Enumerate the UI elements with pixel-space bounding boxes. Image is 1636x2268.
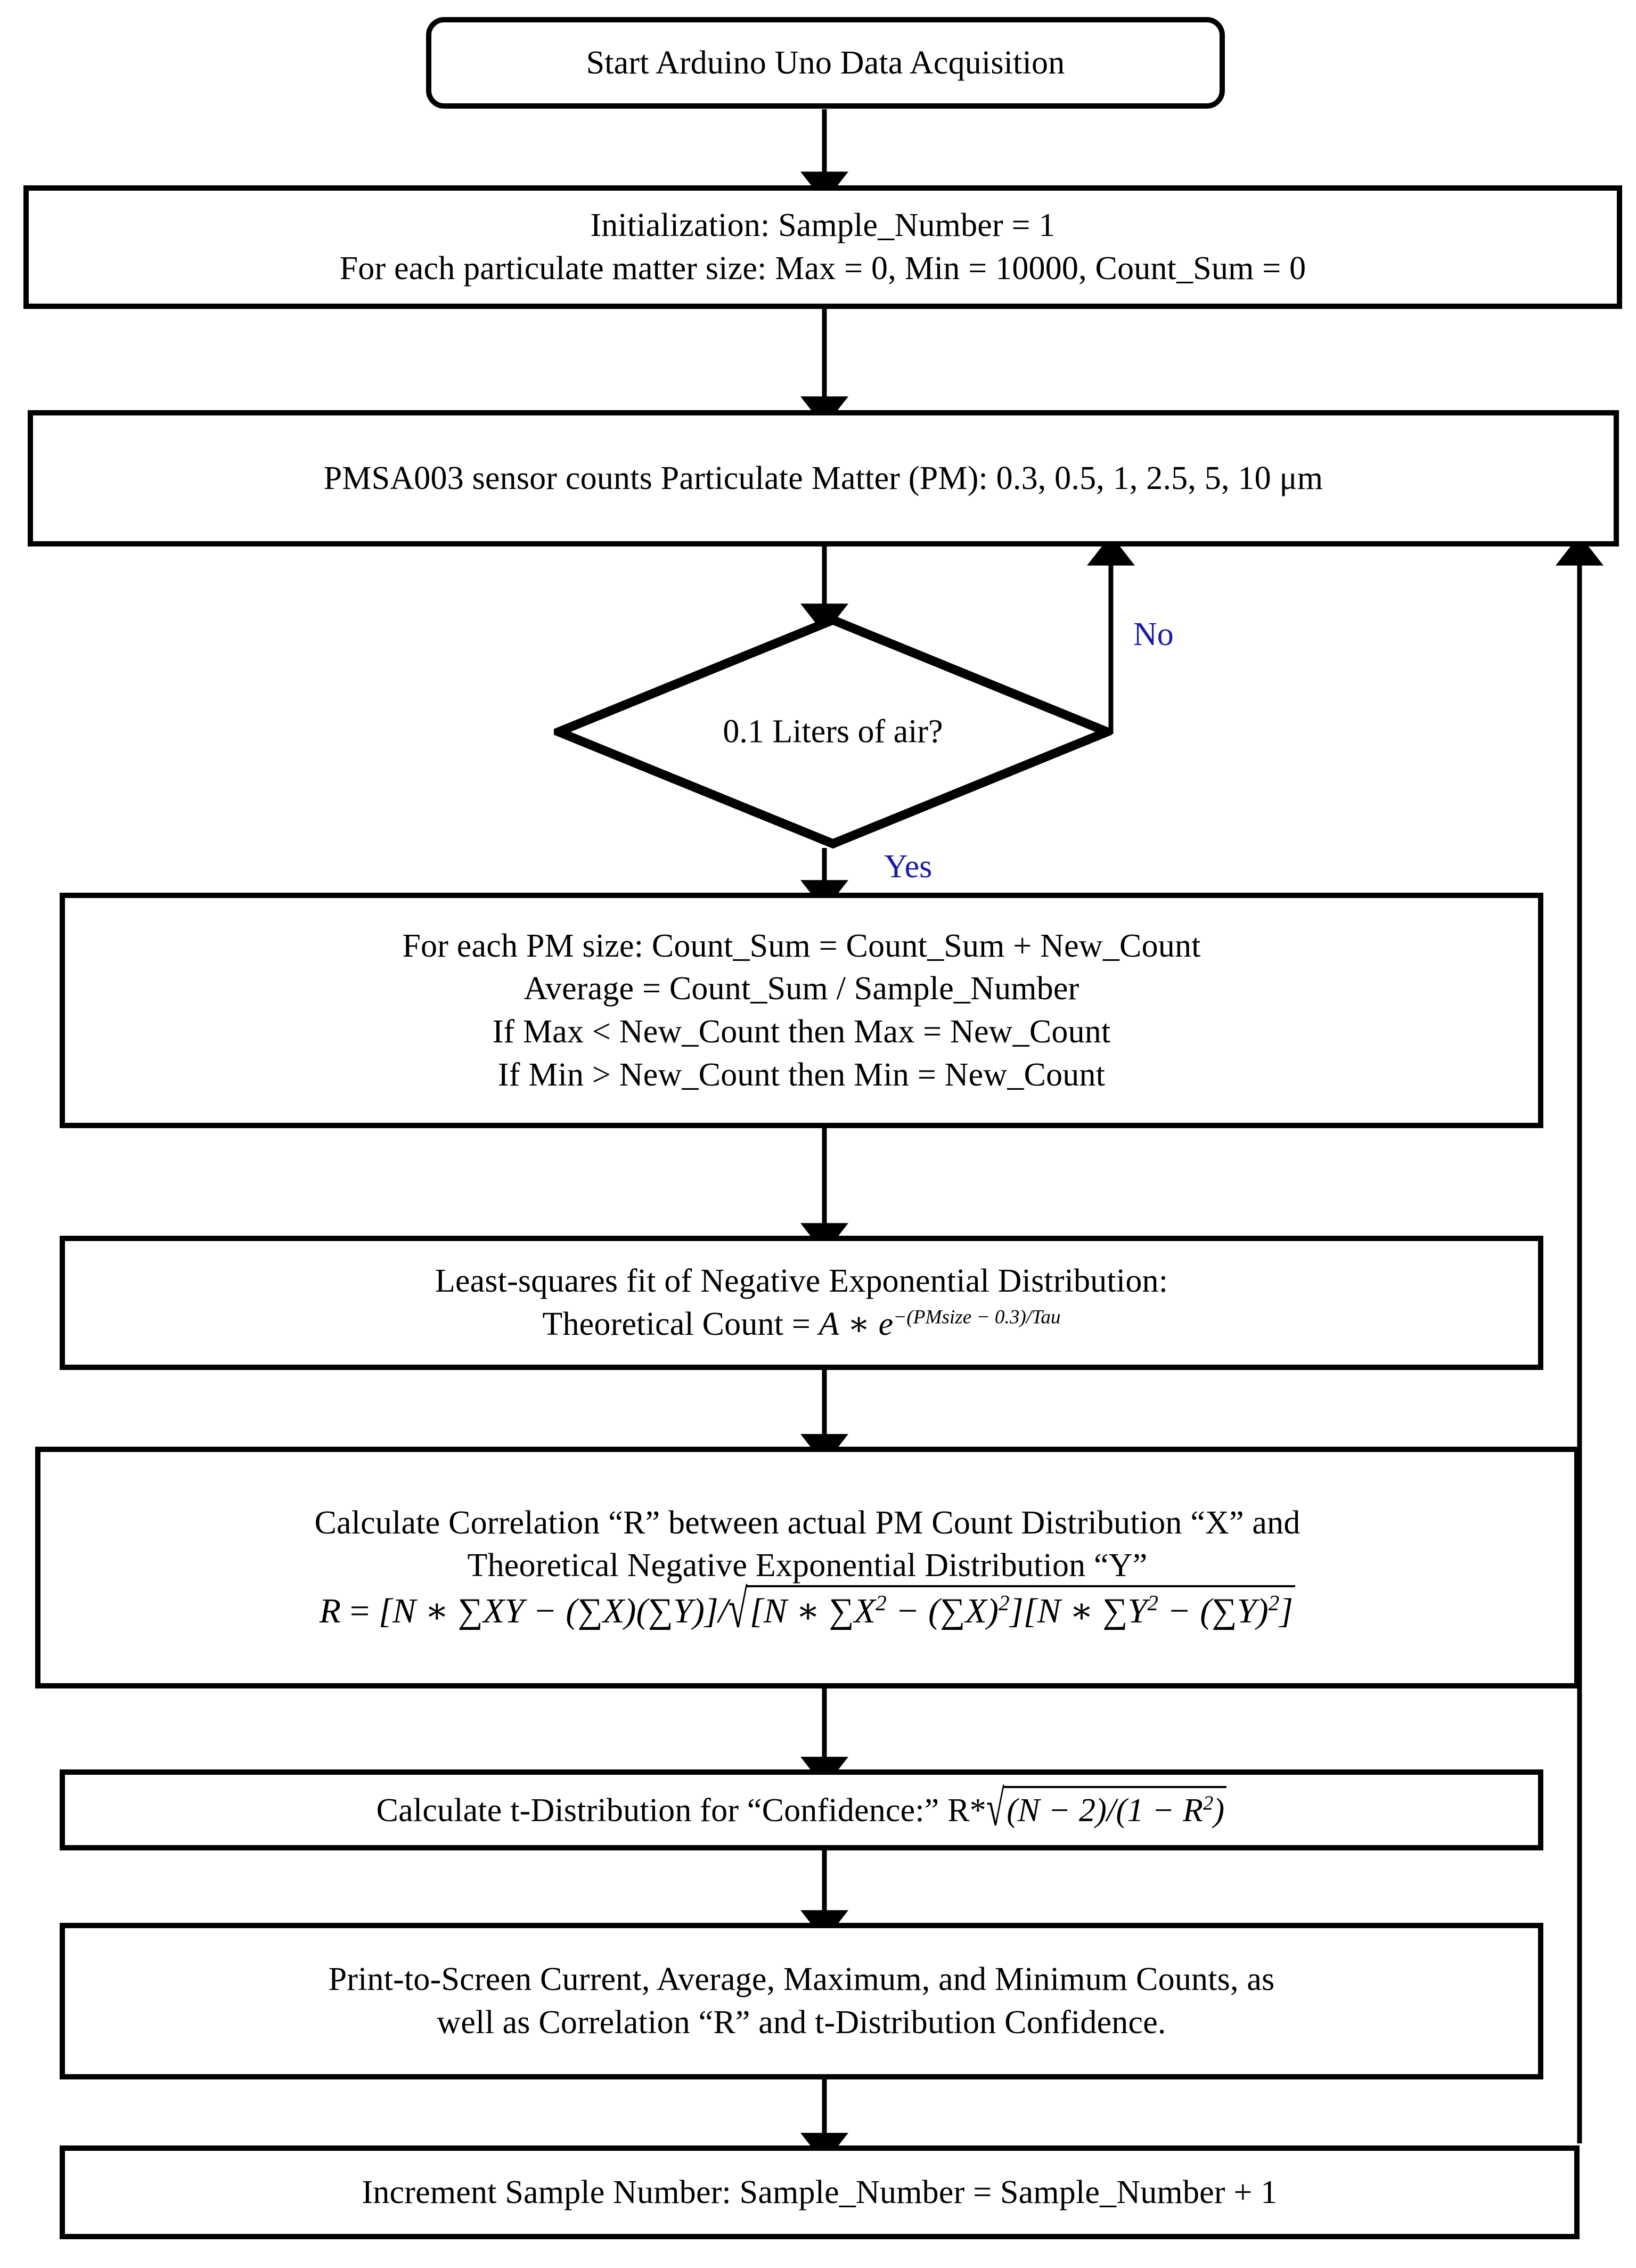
corr-r3: ][N ∗ ∑Y (1009, 1591, 1148, 1630)
node-initialization[interactable]: Initialization: Sample_Number = 1 For ea… (23, 185, 1622, 309)
corr-radicand: [N ∗ ∑X2 − (∑X)2][N ∗ ∑Y2 − (∑Y)2] (746, 1585, 1296, 1634)
radical-sign: √ (986, 1780, 1005, 1837)
corr-r5: ] (1279, 1591, 1294, 1630)
corr-r2: − (∑X) (886, 1591, 999, 1630)
ls-prefix: Theoretical Count = (542, 1306, 819, 1342)
decision-diamond-shape (554, 615, 1112, 849)
corr-line-1: Calculate Correlation “R” between actual… (314, 1504, 1300, 1541)
node-start[interactable]: Start Arduino Uno Data Acquisition (426, 17, 1225, 109)
node-decision[interactable]: 0.1 Liters of air? (554, 615, 1112, 849)
node-print[interactable]: Print-to-Screen Current, Average, Maximu… (60, 1923, 1543, 2079)
tdist-r2: ) (1213, 1792, 1225, 1829)
ls-times: ∗ (839, 1306, 879, 1342)
node-initialization-text: Initialization: Sample_Number = 1 For ea… (339, 207, 1306, 287)
edge-label-no: No (1133, 616, 1174, 652)
node-leastsquares[interactable]: Least-squares fit of Negative Exponentia… (60, 1236, 1543, 1370)
node-increment[interactable]: Increment Sample Number: Sample_Number =… (60, 2145, 1580, 2239)
tdist-prefix: Calculate t-Distribution for “Confidence… (376, 1792, 986, 1829)
corr-formula: R = [N ∗ ∑XY − (∑X)(∑Y)]/√[N ∗ ∑X2 − (∑X… (54, 1579, 1560, 1639)
edge-label-yes: Yes (884, 849, 932, 885)
corr-radical: √[N ∗ ∑X2 − (∑X)2][N ∗ ∑Y2 − (∑Y)2] (728, 1579, 1296, 1639)
node-sensor-text: PMSA003 sensor counts Particulate Matter… (323, 460, 1323, 496)
node-correlation[interactable]: Calculate Correlation “R” between actual… (35, 1447, 1580, 1688)
leastsquares-formula: Theoretical Count = A ∗ e−(PMsize − 0.3)… (79, 1303, 1524, 1346)
node-accumulate[interactable]: For each PM size: Count_Sum = Count_Sum … (60, 893, 1543, 1128)
node-decision-text: 0.1 Liters of air? (723, 713, 943, 750)
node-leastsquares-text: Least-squares fit of Negative Exponentia… (65, 1260, 1538, 1345)
corr-r1: [N ∗ ∑X (749, 1591, 876, 1630)
corr-line-2: Theoretical Negative Exponential Distrib… (467, 1547, 1148, 1584)
corr-eq: = (341, 1591, 379, 1630)
tdist-radical: √(N − 2)/(1 − R2) (986, 1781, 1227, 1837)
node-start-text: Start Arduino Uno Data Acquisition (586, 44, 1065, 81)
tdist-r1: (N − 2)/(1 − R (1007, 1792, 1204, 1829)
node-print-text: Print-to-Screen Current, Average, Maximu… (328, 1961, 1275, 2041)
corr-r4: − (∑Y) (1158, 1591, 1269, 1630)
corr-sup-3: 2 (1147, 1590, 1159, 1615)
corr-lhs: R (319, 1591, 341, 1630)
node-tdistribution[interactable]: Calculate t-Distribution for “Confidence… (60, 1769, 1543, 1850)
node-accumulate-text: For each PM size: Count_Sum = Count_Sum … (402, 927, 1201, 1093)
radical-sign: √ (728, 1579, 748, 1639)
node-tdistribution-text: Calculate t-Distribution for “Confidence… (65, 1781, 1538, 1837)
corr-sup-2: 2 (999, 1590, 1010, 1615)
ls-e: e (878, 1306, 894, 1342)
corr-sup-4: 2 (1268, 1590, 1280, 1615)
node-sensor[interactable]: PMSA003 sensor counts Particulate Matter… (28, 410, 1619, 546)
ls-amplitude: A (819, 1306, 839, 1342)
corr-numerator: [N ∗ ∑XY − (∑X)(∑Y)]/ (379, 1591, 729, 1630)
corr-sup-1: 2 (876, 1590, 887, 1615)
ls-exponent: −(PMsize − 0.3)/Tau (893, 1306, 1061, 1328)
node-correlation-text: Calculate Correlation “R” between actual… (40, 1502, 1574, 1639)
tdist-radicand: (N − 2)/(1 − R2) (1003, 1785, 1227, 1832)
tdist-sup: 2 (1203, 1792, 1214, 1815)
leastsquares-title: Least-squares fit of Negative Exponentia… (435, 1263, 1168, 1300)
tdist-formula: Calculate t-Distribution for “Confidence… (79, 1781, 1524, 1837)
node-increment-text: Increment Sample Number: Sample_Number =… (362, 2174, 1278, 2210)
